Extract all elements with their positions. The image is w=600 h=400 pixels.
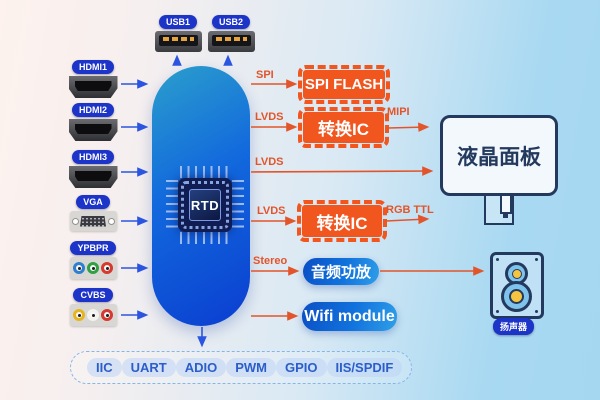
lvds1-bus-label: LVDS bbox=[255, 111, 284, 123]
cvbs-group: CVBS bbox=[68, 288, 118, 326]
peripheral-bus-bar: IIC UART ADIO PWM GPIO IIS/SPDIF bbox=[70, 351, 412, 384]
ypbpr-connector-icon bbox=[69, 257, 117, 279]
ypbpr-jack-y bbox=[73, 262, 85, 274]
lvds2-bus-label: LVDS bbox=[255, 156, 284, 168]
spi-bus-label: SPI bbox=[256, 69, 274, 81]
lvds3-bus-label: LVDS bbox=[257, 205, 286, 217]
cvbs-jack-right bbox=[101, 309, 113, 321]
vga-connector-icon bbox=[69, 211, 117, 231]
bus-item-uart: UART bbox=[121, 358, 176, 377]
cvbs-label: CVBS bbox=[73, 288, 113, 302]
usb1-port-icon bbox=[154, 31, 202, 52]
chip-pins-bottom bbox=[180, 232, 230, 244]
converter-ic-1-box: 转换IC bbox=[298, 107, 389, 148]
bus-item-gpio: GPIO bbox=[276, 358, 327, 377]
spi-flash-box: SPI FLASH bbox=[298, 65, 390, 104]
audio-amp-box: 音频功放 bbox=[303, 258, 379, 285]
speaker-label: 扬声器 bbox=[493, 318, 535, 335]
usb2-port-icon bbox=[207, 31, 255, 52]
hdmi3-label: HDMI3 bbox=[71, 150, 114, 164]
usb1-group: USB1 bbox=[153, 15, 203, 52]
vga-label: VGA bbox=[76, 195, 110, 209]
hdmi2-label: HDMI2 bbox=[71, 103, 114, 117]
cvbs-connector-icon bbox=[69, 304, 117, 326]
rgb-ttl-bus-label: RGB TTL bbox=[386, 204, 434, 216]
ypbpr-jack-pr bbox=[101, 262, 113, 274]
speaker-screw bbox=[535, 310, 538, 313]
speaker-screw bbox=[535, 258, 538, 261]
hdmi2-group: HDMI2 bbox=[68, 103, 118, 141]
bus-item-iis-spdif: IIS/SPDIF bbox=[326, 358, 403, 377]
bus-item-adio: ADIO bbox=[175, 358, 227, 377]
chip-pins-top bbox=[180, 166, 230, 178]
hdmi1-label: HDMI1 bbox=[71, 60, 114, 74]
usb2-group: USB2 bbox=[206, 15, 256, 52]
speaker-screw bbox=[496, 258, 499, 261]
converter-ic-2-box: 转换IC bbox=[297, 200, 387, 242]
bus-item-iic: IIC bbox=[87, 358, 122, 377]
rtd-chip-icon: RTD bbox=[178, 178, 232, 232]
usb2-label: USB2 bbox=[211, 15, 250, 29]
ypbpr-jack-pb bbox=[87, 262, 99, 274]
hdmi3-group: HDMI3 bbox=[68, 150, 118, 188]
chip-label: RTD bbox=[189, 189, 221, 221]
speaker-woofer bbox=[501, 281, 532, 312]
wifi-module-box: Wifi module bbox=[302, 302, 397, 331]
vga-group: VGA bbox=[68, 195, 118, 231]
hdmi1-group: HDMI1 bbox=[68, 60, 118, 98]
panel-plug-tip bbox=[503, 212, 508, 218]
speaker-icon bbox=[490, 252, 544, 319]
cvbs-jack-left bbox=[87, 309, 99, 321]
vga-port bbox=[80, 215, 106, 227]
chip-pins-left bbox=[166, 180, 178, 230]
ypbpr-label: YPBPR bbox=[70, 241, 116, 255]
stereo-bus-label: Stereo bbox=[253, 255, 288, 267]
cvbs-jack-video bbox=[73, 309, 85, 321]
usb1-label: USB1 bbox=[158, 15, 197, 29]
speaker-screw bbox=[496, 310, 499, 313]
mipi-bus-label: MIPI bbox=[387, 106, 410, 118]
ypbpr-group: YPBPR bbox=[68, 241, 118, 279]
hdmi1-connector-icon bbox=[68, 76, 118, 98]
lcd-panel: 液晶面板 bbox=[440, 115, 558, 196]
hdmi3-connector-icon bbox=[68, 166, 118, 188]
hdmi2-connector-icon bbox=[68, 119, 118, 141]
chip-pins-right bbox=[232, 180, 244, 230]
chip-pad-grid bbox=[181, 181, 229, 229]
bus-item-pwm: PWM bbox=[226, 358, 277, 377]
